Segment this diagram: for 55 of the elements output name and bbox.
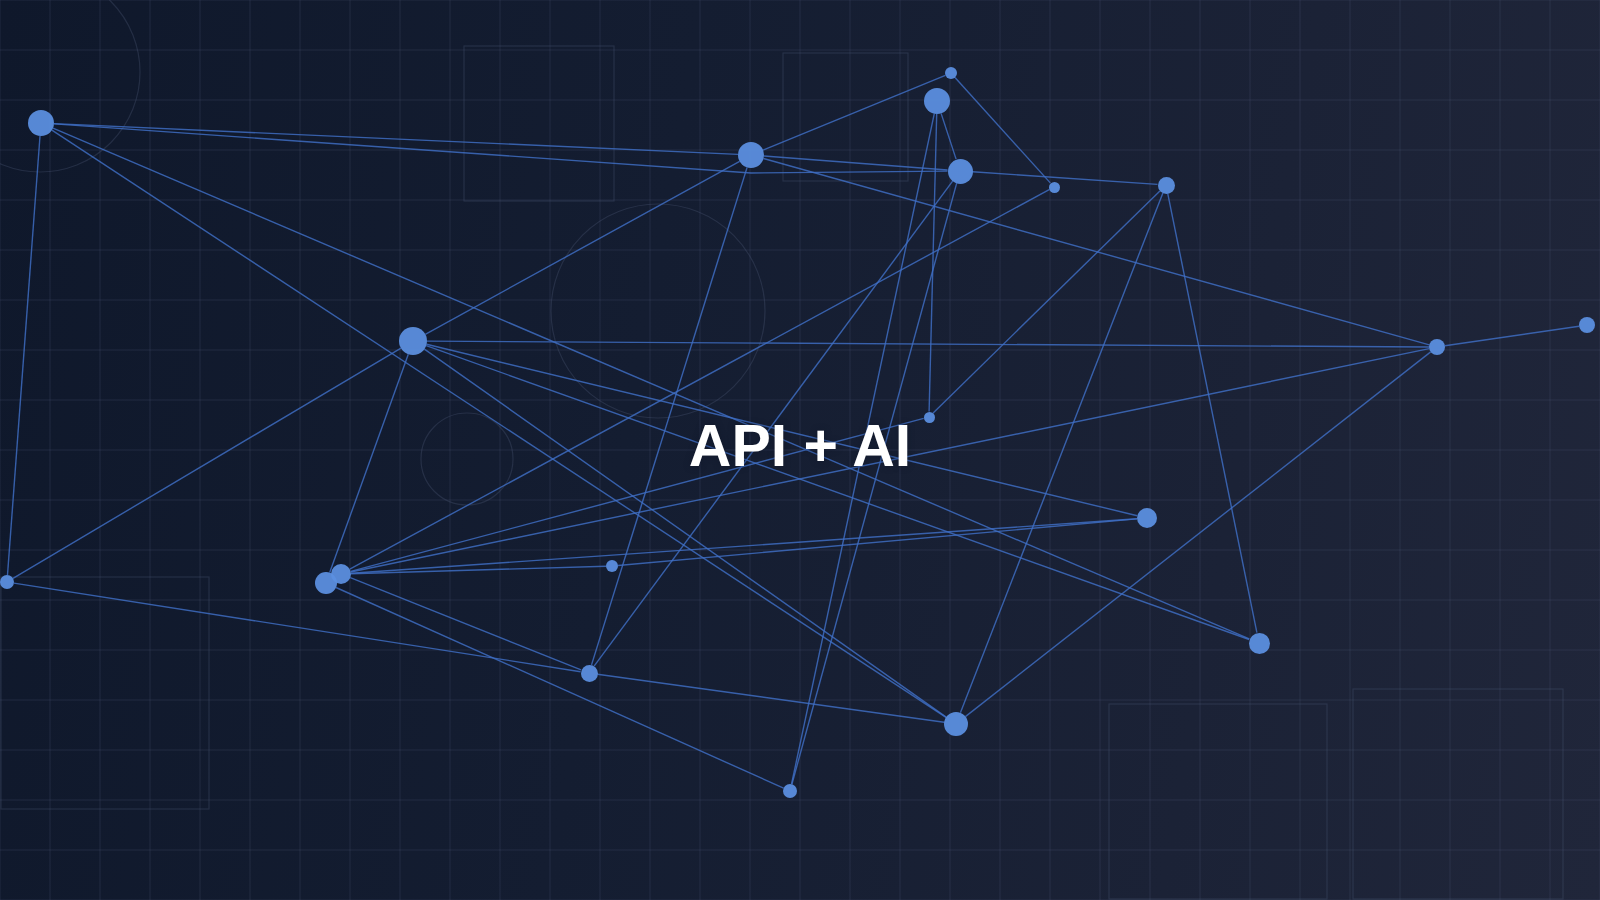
connector-line (425, 345, 1250, 641)
connector-line (959, 192, 1164, 714)
connector-line (971, 171, 1159, 186)
connector-line (52, 127, 1250, 640)
connector-line (940, 112, 957, 160)
connector-line (424, 160, 741, 335)
node-dot (1429, 339, 1445, 355)
connector-line (617, 518, 1138, 567)
connector-line (350, 565, 607, 575)
connector-line (13, 582, 582, 673)
node-dot (399, 327, 427, 355)
node-dot (923, 411, 935, 423)
title-heading: API + AI (688, 417, 912, 476)
connector-line (53, 123, 949, 174)
node-dot (1137, 508, 1157, 528)
node-dot (1157, 176, 1175, 194)
node-dot (944, 712, 968, 736)
connector-line (954, 76, 1051, 184)
connector-line (426, 340, 1430, 348)
node-dot (738, 142, 764, 168)
connector-line (349, 188, 1050, 570)
node-dot (924, 88, 950, 114)
connector-line (423, 348, 947, 718)
connector-line (335, 586, 785, 789)
connector-line (593, 180, 954, 667)
connector-line (6, 135, 41, 576)
connector-line (1444, 325, 1580, 347)
node-dot (1579, 317, 1595, 333)
node-dot (0, 575, 14, 589)
connector-line (329, 353, 409, 574)
connector-line (350, 347, 1430, 573)
connector-line (425, 343, 1138, 517)
node-dot (783, 784, 797, 798)
node-dot (580, 664, 598, 682)
connector-line (791, 182, 958, 785)
connector-line (932, 190, 1161, 414)
connector-line (928, 113, 938, 413)
node-dot (945, 67, 957, 79)
node-dot (1048, 181, 1060, 193)
connector-line (51, 129, 947, 719)
connector-line (1167, 192, 1258, 634)
connector-line (790, 113, 935, 785)
node-dot (28, 110, 54, 136)
connector-line (964, 351, 1432, 718)
node-dot (315, 572, 337, 594)
connector-line (12, 347, 402, 580)
connector-line (349, 577, 582, 671)
node-dot (947, 158, 973, 184)
connector-line (596, 673, 945, 723)
node-dot (1248, 632, 1270, 654)
connector-line (762, 157, 1430, 346)
node-dot (606, 560, 618, 572)
connector-line (590, 166, 748, 666)
connector-line (763, 155, 949, 171)
connector-line (762, 74, 947, 151)
